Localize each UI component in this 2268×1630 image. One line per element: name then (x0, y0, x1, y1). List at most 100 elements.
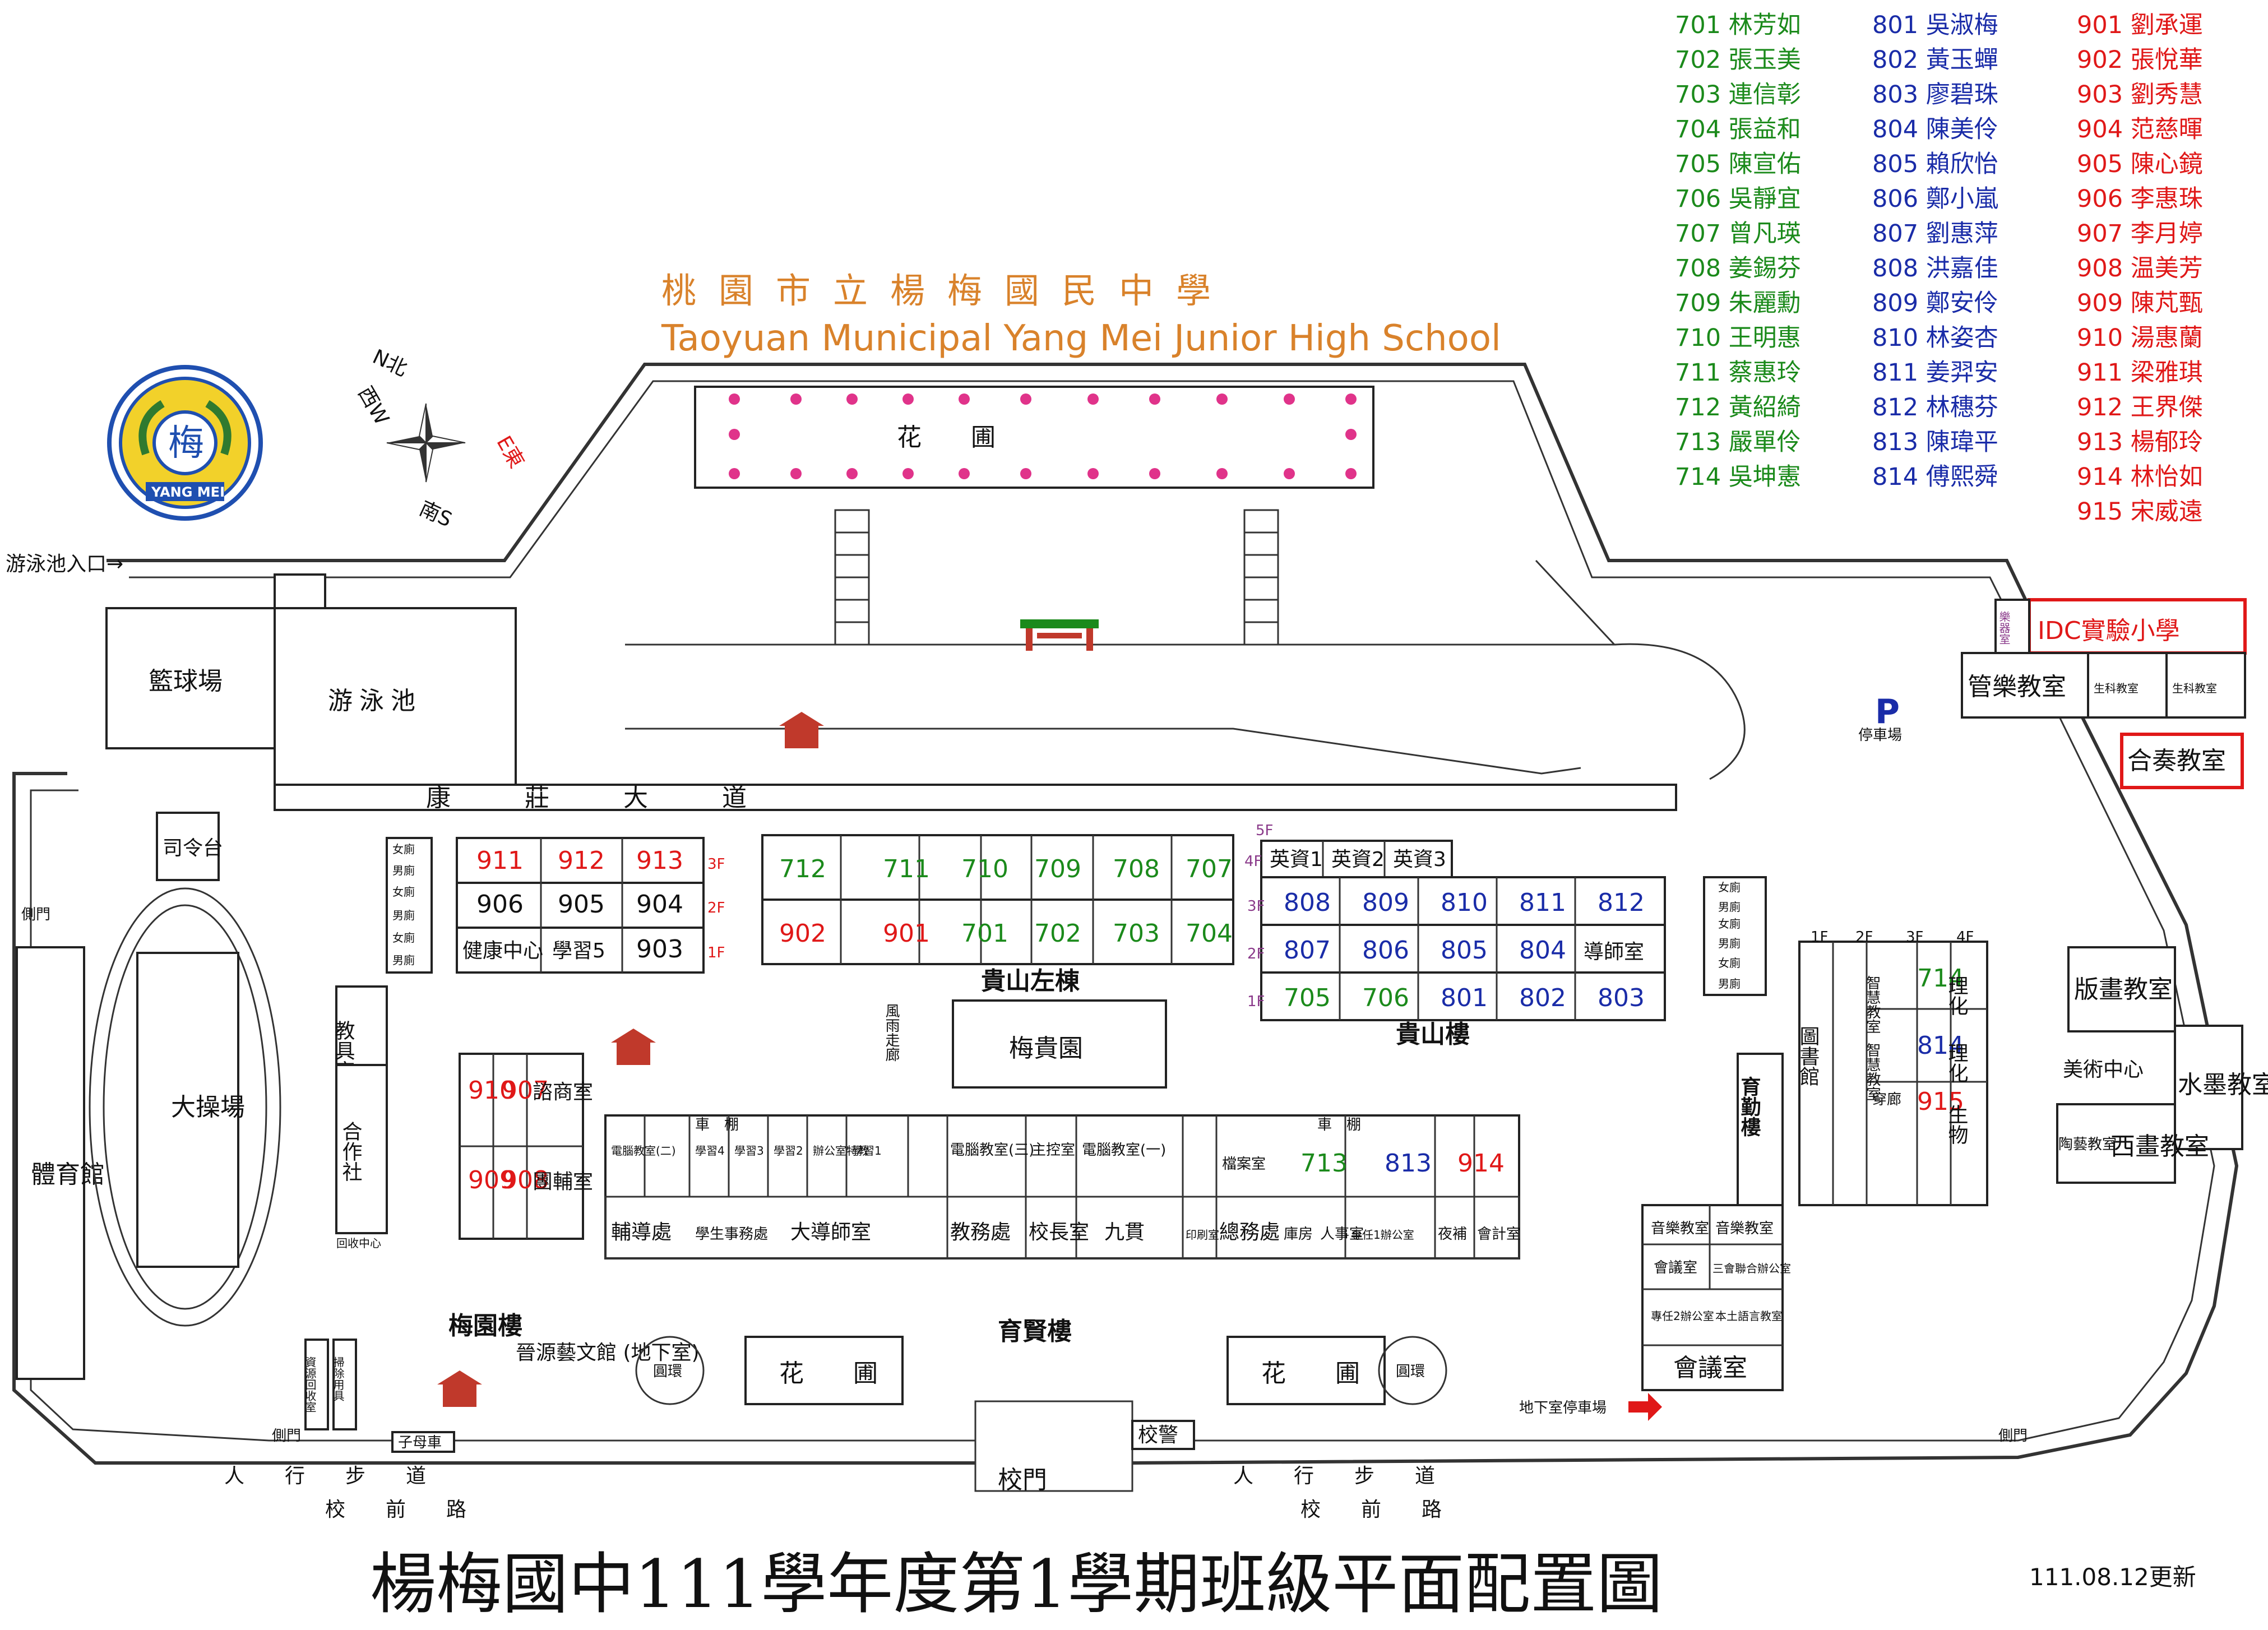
school-logo: 梅 YANG MEI (107, 365, 263, 521)
art-block: 版畫教室 水墨教室 西畫教室 陶藝教室 美術中心 (2056, 946, 2268, 1184)
teacher-entry: 914 林怡如 (2077, 463, 2203, 491)
room-902: 902 (779, 919, 826, 948)
svg-text:生科教室: 生科教室 (2172, 682, 2217, 695)
room-701: 701 (961, 919, 1008, 948)
room-709: 709 (1034, 855, 1081, 883)
teacher-entry: 712 黃紹綺 (1675, 393, 1801, 422)
side-gate-southwest: 側門 (272, 1428, 301, 1444)
room-710: 710 (961, 855, 1008, 883)
campus-inner-boundary (30, 380, 2215, 1442)
teacher-entry: 701 林芳如 (1675, 11, 1801, 39)
guishan-left-building: 712 711 710 709 708 707 902 901 701 702 … (761, 834, 1234, 1089)
compass-west: 西W (353, 383, 393, 429)
room-sped: 辦公室特教 (813, 1144, 869, 1157)
meiyuan-building: 女廁 男廁 女廁 男廁 女廁 男廁 911 912 913 906 905 90… (332, 837, 725, 1364)
svg-text:管樂教室: 管樂教室 (1968, 673, 2066, 701)
svg-text:814: 814 (1917, 1031, 1964, 1060)
room-control: 主控室 (1031, 1142, 1075, 1159)
room-912: 912 (558, 846, 605, 875)
pool-label: 游泳池 (328, 687, 422, 715)
svg-text:本土語言教室: 本土語言教室 (1715, 1309, 1783, 1323)
svg-text:女廁: 女廁 (392, 842, 415, 856)
library-block: 1F 2F 3F 4F 圖書館 智慧教室 714 理化 智慧教室 814 理化 … (1797, 929, 1988, 1206)
svg-text:4F: 4F (1956, 929, 1974, 946)
room-health: 健康中心 (462, 939, 543, 962)
room-901: 901 (883, 919, 930, 948)
library: 圖書館 (1797, 1026, 1820, 1086)
svg-text:女廁: 女廁 (1718, 881, 1741, 894)
teacher-entry: 808 洪嘉佳 (1872, 254, 1998, 283)
svg-text:4F: 4F (1244, 853, 1262, 870)
yuqin-building (1737, 1053, 1784, 1234)
svg-text:5F: 5F (1256, 822, 1274, 839)
logo-glyph: 梅 (168, 423, 204, 464)
roundabout-east (1378, 1336, 1447, 1405)
grade8-teachers: 801 吳淑梅 802 黃玉蟬 803 廖碧珠 804 陳美伶 805 賴欣怡 … (1872, 8, 1998, 494)
meiyuan-label: 梅園樓 (448, 1312, 522, 1340)
swim-entrance: 游泳池入口→ (6, 553, 123, 576)
svg-text:女廁: 女廁 (392, 931, 415, 944)
room-705: 705 (1284, 984, 1331, 1012)
corridor-west: 風雨走廊 (883, 1003, 900, 1062)
svg-text:女廁: 女廁 (392, 885, 415, 899)
teacher-entry: 709 朱麗勳 (1675, 289, 1801, 317)
grade9-teachers: 901 劉承運 902 張悅華 903 劉秀慧 904 范慈暉 905 陳心鏡 … (2077, 8, 2203, 529)
room-908: 908 (502, 1166, 549, 1194)
side-gate-west: 側門 (21, 906, 50, 923)
coop: 合作社 (339, 1121, 363, 1182)
teacher-entry: 703 連信彰 (1675, 81, 1801, 109)
svg-text:女廁: 女廁 (1718, 956, 1741, 970)
room-big-mentor: 大導師室 (790, 1221, 871, 1244)
teacher-entry: 905 陳心鏡 (2077, 150, 2203, 178)
svg-text:水墨教室: 水墨教室 (2178, 1071, 2268, 1099)
room-702: 702 (1034, 919, 1081, 948)
guishan-left-label: 貴山左棟 (981, 967, 1080, 995)
room-801: 801 (1441, 984, 1488, 1012)
garage-right: 車 棚 (1317, 1117, 1361, 1133)
top-garden-label: 花 圃 (897, 423, 996, 452)
room-910: 910 (468, 1076, 515, 1105)
svg-text:2F: 2F (1247, 946, 1265, 962)
svg-text:男廁: 男廁 (392, 909, 415, 922)
svg-text:花 圃: 花 圃 (1261, 1359, 1360, 1388)
stage (156, 812, 220, 881)
room-704: 704 (1186, 919, 1233, 948)
room-study5: 學習5 (552, 939, 605, 962)
school-name-en: Taoyuan Municipal Yang Mei Junior High S… (661, 318, 1501, 359)
top-garden (694, 386, 1374, 489)
teacher-entry: 901 劉承運 (2077, 11, 2203, 39)
teacher-entry: 911 梁雅琪 (2077, 359, 2203, 387)
room-group: 團輔室 (533, 1170, 593, 1193)
room-study4: 學習4 (695, 1144, 725, 1157)
room-guidance: 輔導處 (611, 1221, 672, 1244)
music-block: 音樂教室 音樂教室 會議室 三會聯合辦公室 專任2辦公室 本土語言教室 會議室 (1641, 1204, 1791, 1391)
svg-text:男廁: 男廁 (1718, 937, 1741, 950)
room-printing: 印刷室 (1186, 1228, 1219, 1242)
pool-tower (274, 573, 326, 609)
room-mentor: 導師室 (1584, 941, 1644, 964)
room-713: 713 (1300, 1149, 1348, 1178)
teacher-entry: 813 陳瑋平 (1872, 428, 1998, 456)
svg-text:三會聯合辦公室: 三會聯合辦公室 (1712, 1262, 1791, 1275)
svg-text:圓環: 圓環 (1396, 1363, 1425, 1380)
teacher-entry: 907 李月婷 (2077, 220, 2203, 248)
teacher-entry: 809 鄭安伶 (1872, 289, 1998, 317)
room-906: 906 (476, 890, 524, 919)
room-802: 802 (1519, 984, 1566, 1012)
room-student-affairs: 學生事務處 (695, 1226, 768, 1243)
field-label: 大操場 (171, 1093, 245, 1122)
room-904: 904 (636, 890, 683, 919)
updated-date: 111.08.12更新 (2029, 1563, 2196, 1591)
svg-text:版畫教室: 版畫教室 (2074, 975, 2173, 1004)
svg-text:智慧教室: 智慧教室 (1864, 1043, 1881, 1101)
teacher-entry: 802 黃玉蟬 (1872, 46, 1998, 74)
room-general-affairs: 總務處 (1219, 1221, 1280, 1244)
main-road-label: 康 莊 大 道 (426, 784, 747, 812)
teacher-entry: 906 李惠珠 (2077, 185, 2203, 213)
svg-text:梅貴園: 梅貴園 (1009, 1034, 1083, 1063)
track (89, 887, 281, 1327)
svg-text:1F: 1F (707, 944, 725, 961)
svg-text:3F: 3F (1247, 898, 1265, 915)
teacher-entry: 705 陳宣佑 (1675, 150, 1801, 178)
recycle-center: 回收中心 (336, 1237, 381, 1250)
